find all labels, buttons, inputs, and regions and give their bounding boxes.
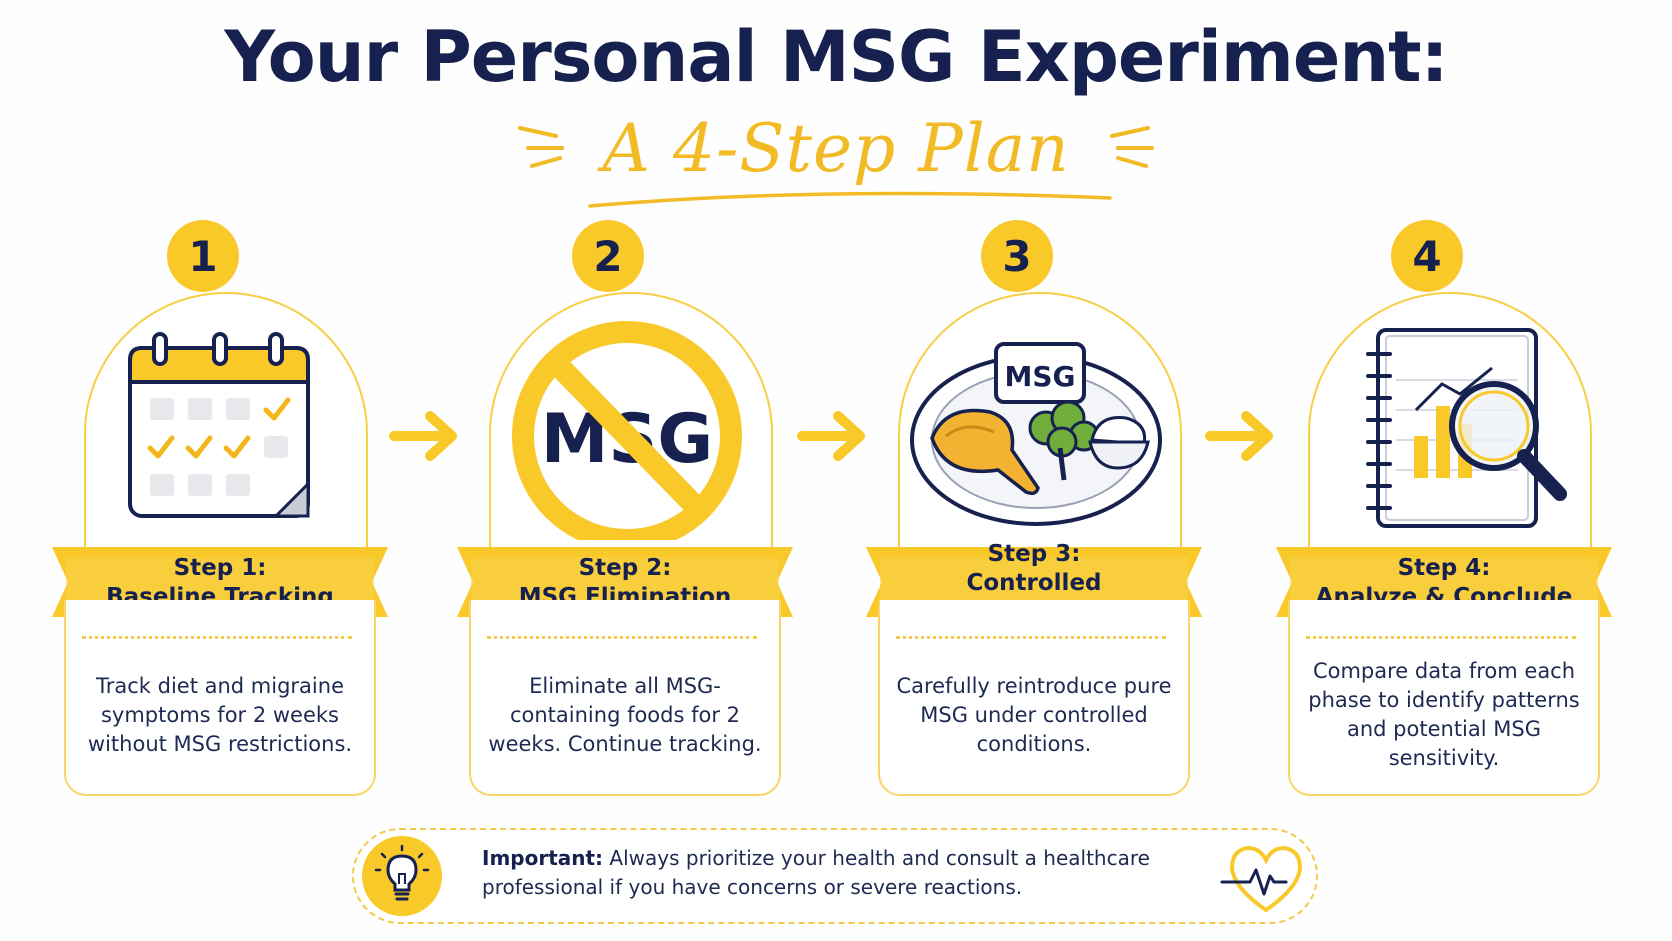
lightbulb-icon	[362, 836, 442, 916]
subtitle-decoration	[518, 126, 1154, 208]
step-description: Carefully reintroduce pure MSG under con…	[896, 673, 1172, 756]
step-3: 3 MSG Step 3: Controlled Reintroduction …	[866, 0, 1202, 800]
step-number-badge: 3	[981, 220, 1053, 292]
card-divider	[1306, 636, 1576, 639]
step-description: Eliminate all MSG-containing foods for 2…	[488, 673, 762, 756]
step-number-badge: 2	[572, 220, 644, 292]
step-ribbon	[866, 547, 1202, 617]
step-1: 1 Step 1: Baseline Tracking Track	[52, 0, 388, 800]
notice-body: Always prioritize your health and consul…	[482, 846, 1150, 899]
step-card	[1288, 600, 1600, 796]
arrow-right-icon	[389, 411, 457, 461]
step-ribbon	[1276, 547, 1612, 617]
step-heading: Step 1:	[173, 555, 267, 581]
calendar-check-icon	[128, 332, 310, 518]
notice-label: Important:	[482, 846, 604, 870]
notice-text: Important: Always prioritize your health…	[482, 844, 1222, 910]
step-heading: Step 2:	[578, 555, 672, 581]
step-description: Track diet and migraine symptoms for 2 w…	[87, 673, 353, 756]
page-subtitle: A 4-Step Plan	[602, 110, 1070, 187]
heartbeat-icon	[1220, 845, 1303, 913]
notebook-magnifier-icon	[1366, 328, 1567, 528]
step-number-badge: 1	[167, 220, 239, 292]
step-card	[469, 600, 781, 796]
step-4: 4 Step 4: Analyze & Conclude Compare dat…	[1276, 0, 1612, 800]
step-number-badge: 4	[1391, 220, 1463, 292]
card-divider	[896, 636, 1166, 639]
step-ribbon	[52, 547, 388, 617]
no-msg-icon: MSG	[512, 321, 742, 540]
step-ribbon	[457, 547, 793, 617]
arrow-right-icon	[797, 411, 865, 461]
page-title: Your Personal MSG Experiment:	[224, 16, 1448, 98]
step-description: Compare data from each phase to identify…	[1308, 659, 1580, 770]
meal-plate-icon-text: MSG	[1004, 360, 1075, 393]
step-card	[64, 600, 376, 796]
card-divider	[487, 636, 757, 639]
arrow-right-icon	[1205, 411, 1273, 461]
step-2: 2 MSG Step 2: MSG Elimination Eliminate …	[457, 0, 793, 800]
step-heading: Step 4:	[1397, 555, 1491, 581]
meal-plate-icon: MSG	[910, 342, 1162, 526]
card-divider	[82, 636, 352, 639]
step-heading: Step 3:	[987, 540, 1081, 567]
important-notice	[352, 828, 1318, 924]
step-card	[878, 600, 1190, 796]
